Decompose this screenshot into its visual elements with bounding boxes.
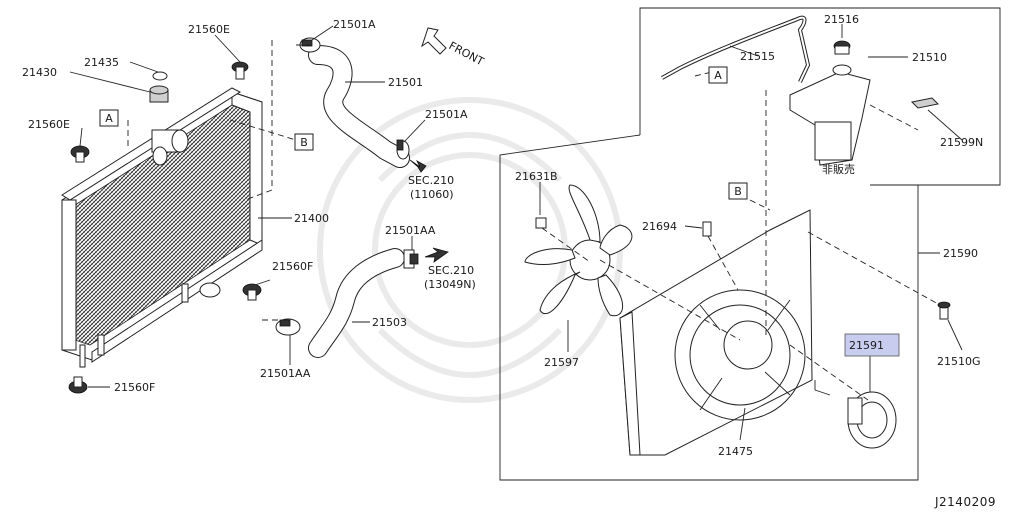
label-21510G[interactable]: 21510G — [937, 355, 981, 368]
reservoir-tank-21510[interactable] — [789, 64, 871, 166]
clamp-21501AA-top[interactable] — [403, 249, 419, 269]
label-21560F-bottom[interactable]: 21560F — [114, 381, 155, 394]
ref-box-B2: B — [728, 182, 748, 200]
label-21560F-mid[interactable]: 21560F — [272, 260, 313, 273]
label-not-sold: 非販売 — [822, 163, 855, 176]
label-21501A-mid[interactable]: 21501A — [425, 108, 468, 121]
cap-21430[interactable] — [149, 85, 169, 103]
bolt-21631B[interactable] — [535, 217, 547, 229]
label-sec210-b-ref: (13049N) — [424, 278, 476, 291]
grommet-21560F-bottom[interactable] — [68, 376, 88, 394]
label-21516[interactable]: 21516 — [824, 13, 859, 26]
label-21430[interactable]: 21430 — [22, 66, 57, 79]
label-21510[interactable]: 21510 — [912, 51, 947, 64]
label-21694[interactable]: 21694 — [642, 220, 677, 233]
label-sec210-a[interactable]: SEC.210 — [408, 174, 454, 187]
ref-box-B1: B — [294, 133, 314, 151]
label-21501A-top[interactable]: 21501A — [333, 18, 376, 31]
front-arrow — [421, 27, 447, 55]
sec210-arrow-a — [409, 159, 427, 173]
radiator[interactable] — [61, 87, 263, 368]
grommet-21560E-top[interactable] — [231, 61, 249, 80]
reservoir-hose-21515[interactable] — [661, 15, 811, 83]
sec210-arrow-b — [424, 247, 449, 263]
clamp-21501A-mid[interactable] — [396, 139, 410, 160]
upper-hose-21501[interactable] — [308, 45, 410, 168]
label-21599N[interactable]: 21599N — [940, 136, 983, 149]
grommet-21560E-left[interactable] — [70, 145, 90, 163]
fan-shroud-21590[interactable] — [619, 209, 813, 456]
label-21501AA-bottom[interactable]: 21501AA — [260, 367, 311, 380]
label-21515[interactable]: 21515 — [740, 50, 775, 63]
label-sec210-b[interactable]: SEC.210 — [428, 264, 474, 277]
highlight-21591 — [844, 333, 900, 357]
label-21590[interactable]: 21590 — [943, 247, 978, 260]
reservoir-cap-21516[interactable] — [833, 40, 851, 55]
bolt-21694[interactable] — [702, 221, 712, 237]
label-21631B[interactable]: 21631B — [515, 170, 558, 183]
label-21503[interactable]: 21503 — [372, 316, 407, 329]
label-21400[interactable]: 21400 — [294, 212, 329, 225]
svg-text:A: A — [105, 112, 113, 125]
label-21560E-left[interactable]: 21560E — [28, 118, 70, 131]
ref-box-A1: A — [99, 109, 119, 127]
front-label: FRONT — [447, 39, 487, 68]
svg-text:A: A — [714, 69, 722, 82]
clamp-21501AA-bottom[interactable] — [275, 318, 301, 336]
label-21435[interactable]: 21435 — [84, 56, 119, 69]
diagram-code: J2140209 — [934, 495, 996, 509]
lower-hose-21503[interactable] — [308, 248, 405, 358]
fan-motor-21591[interactable] — [814, 380, 897, 449]
reservoir-box — [499, 7, 1001, 481]
seal-21435[interactable] — [152, 71, 168, 81]
grommet-21560F-mid[interactable] — [242, 283, 262, 301]
label-plate-21599N[interactable] — [910, 97, 940, 109]
reference-lines — [127, 40, 941, 401]
label-21560E-top[interactable]: 21560E — [188, 23, 230, 36]
label-21501[interactable]: 21501 — [388, 76, 423, 89]
label-21597[interactable]: 21597 — [544, 356, 579, 369]
svg-text:B: B — [734, 185, 742, 198]
fan-blade-21597[interactable] — [524, 184, 633, 317]
label-21475[interactable]: 21475 — [718, 445, 753, 458]
label-sec210-a-ref: (11060) — [410, 188, 454, 201]
bolt-21510G[interactable] — [937, 301, 951, 320]
label-21591[interactable]: 21591 — [849, 339, 884, 352]
leader-lines — [69, 24, 963, 441]
svg-text:B: B — [300, 136, 308, 149]
ref-box-A2: A — [708, 66, 728, 84]
label-21501AA-top[interactable]: 21501AA — [385, 224, 436, 237]
